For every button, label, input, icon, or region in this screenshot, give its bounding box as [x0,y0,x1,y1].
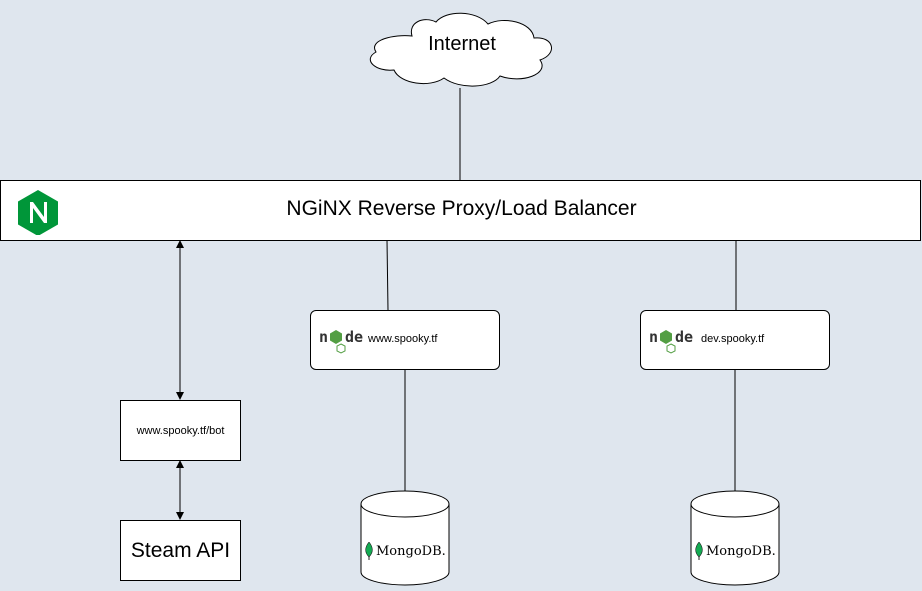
server-box-dev[interactable]: n d e dev.spooky.tf [640,310,830,370]
mongodb-label: MongoDB. [376,543,446,559]
steam-label: Steam API [130,538,231,562]
cylinder-shape [360,490,450,586]
mongodb-leaf-icon [365,542,373,560]
internet-cloud: Internet [364,8,560,90]
server-box-www[interactable]: n d e www.spooky.tf [310,310,500,370]
database-cylinder-www[interactable]: MongoDB. [360,490,450,586]
cylinder-shape [690,490,780,586]
database-cylinder-dev[interactable]: MongoDB. [690,490,780,586]
bot-box[interactable]: www.spooky.tf/bot [120,400,241,461]
svg-text:d: d [675,328,684,346]
nodejs-icon: n d e [319,327,365,355]
proxy-box[interactable]: NGiNX Reverse Proxy/Load Balancer [0,180,921,241]
steam-api-box[interactable]: Steam API [120,520,241,581]
mongodb-leaf-icon [695,542,703,560]
nodejs-icon: n d e [649,327,695,355]
bot-label: www.spooky.tf/bot [136,424,225,437]
svg-text:d: d [345,328,354,346]
server-label-www: www.spooky.tf [368,333,438,345]
proxy-title: NGiNX Reverse Proxy/Load Balancer [286,196,637,220]
svg-text:e: e [684,328,693,346]
svg-text:n: n [319,328,328,346]
nginx-icon [15,189,61,236]
mongodb-label: MongoDB. [706,543,776,559]
internet-label: Internet [428,32,496,55]
cloud-icon [369,12,552,87]
svg-text:n: n [649,328,658,346]
server-label-dev: dev.spooky.tf [701,333,765,345]
svg-text:e: e [354,328,363,346]
proxy-to-www-line [386,239,389,311]
